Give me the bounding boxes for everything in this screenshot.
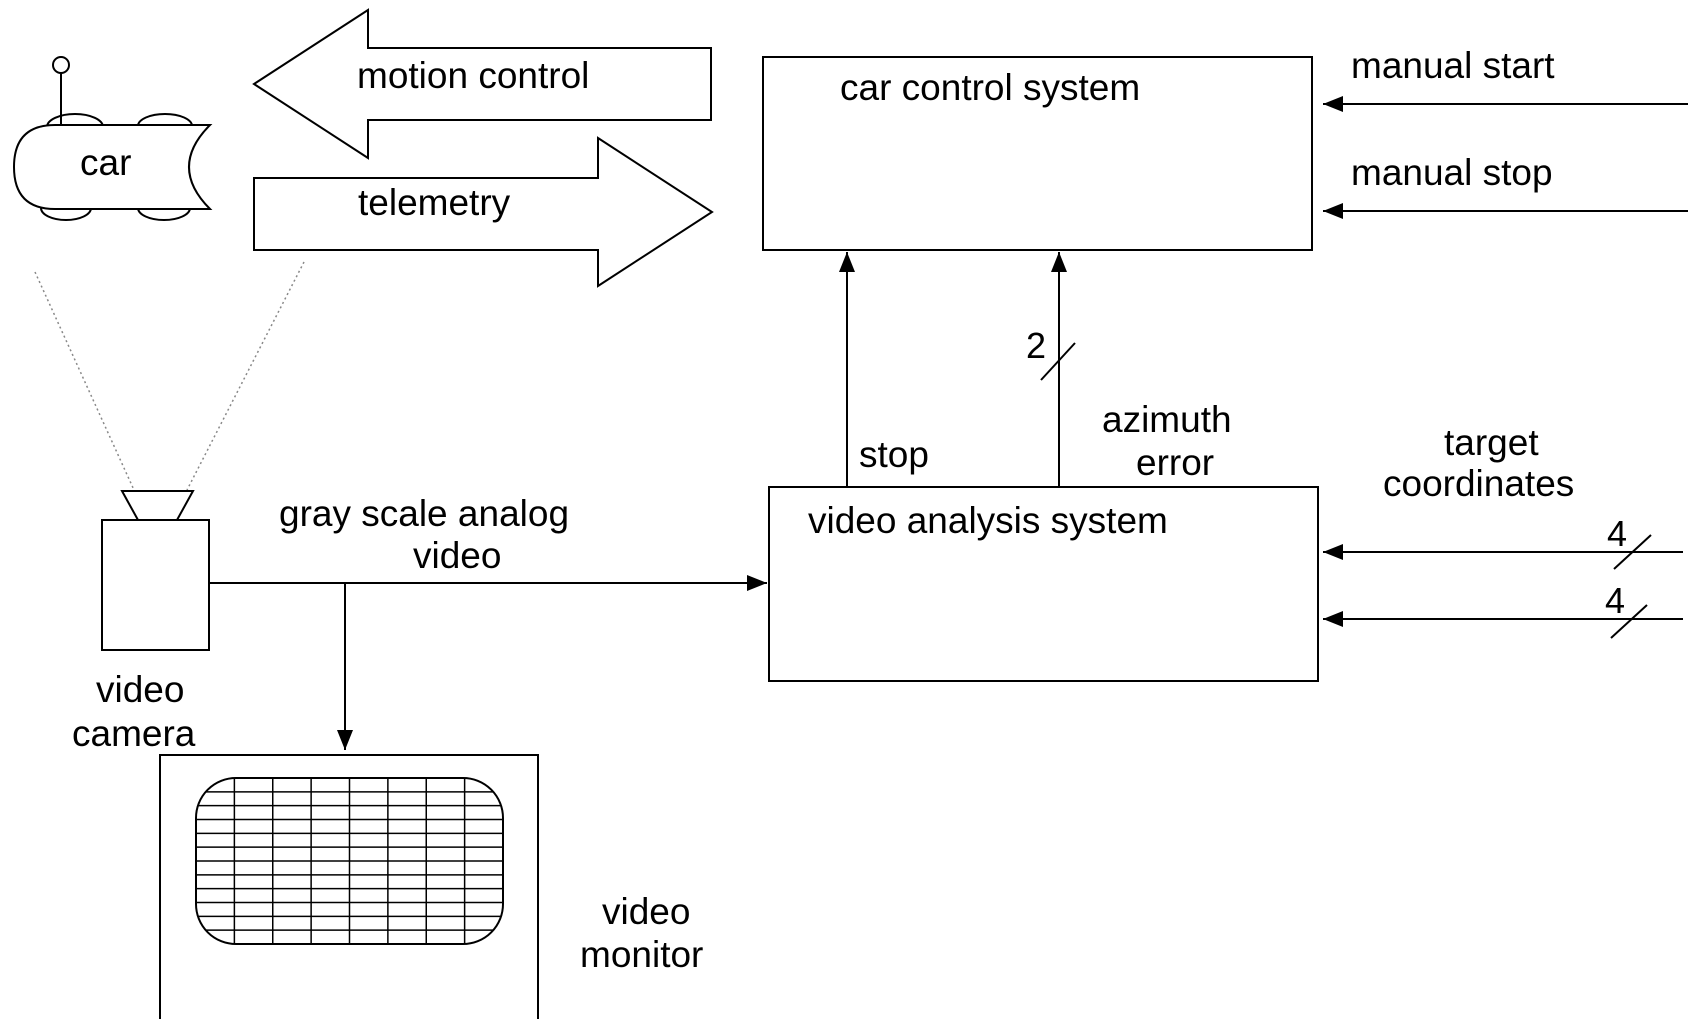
video-signal-label-line2: video xyxy=(413,535,501,576)
stop-label: stop xyxy=(859,434,929,475)
camera-lens-icon xyxy=(120,490,195,521)
video-signal-label-line1: gray scale analog xyxy=(279,493,569,534)
car-control-system-title: car control system xyxy=(840,67,1140,108)
motion-control-label: motion control xyxy=(357,55,589,96)
car-label: car xyxy=(80,142,131,183)
monitor-screen-grid xyxy=(195,777,504,945)
telemetry-arrow xyxy=(253,136,714,288)
target-bus-slash-2 xyxy=(1610,604,1648,639)
manual-stop-label: manual stop xyxy=(1351,152,1553,193)
azimuth-bus-slash xyxy=(1040,342,1076,381)
azimuth-bus-width: 2 xyxy=(1026,325,1046,366)
video-camera-icon xyxy=(101,519,210,651)
target-bus-width-1: 4 xyxy=(1607,513,1627,554)
video-camera-label-line2: camera xyxy=(72,713,196,754)
video-camera-label-line1: video xyxy=(96,669,184,710)
camera-view-line-left xyxy=(34,271,135,491)
car-icon xyxy=(12,56,213,221)
video-analysis-system-title: video analysis system xyxy=(808,500,1168,541)
azimuth-error-label-line1: azimuth xyxy=(1102,399,1232,440)
telemetry-label: telemetry xyxy=(358,182,511,223)
azimuth-error-label-line2: error xyxy=(1136,442,1214,483)
video-monitor-label-line2: monitor xyxy=(580,934,703,975)
camera-view-line-right xyxy=(186,261,305,491)
target-coordinates-label-line1: target xyxy=(1444,422,1539,463)
target-bus-width-2: 4 xyxy=(1605,580,1625,621)
motion-control-arrow xyxy=(252,8,712,160)
car-control-system-box xyxy=(762,56,1313,251)
video-monitor-label-line1: video xyxy=(602,891,690,932)
manual-start-label: manual start xyxy=(1351,45,1555,86)
target-coordinates-label-line2: coordinates xyxy=(1383,463,1574,504)
target-bus-slash-1 xyxy=(1613,534,1652,570)
video-analysis-system-box xyxy=(768,486,1319,682)
